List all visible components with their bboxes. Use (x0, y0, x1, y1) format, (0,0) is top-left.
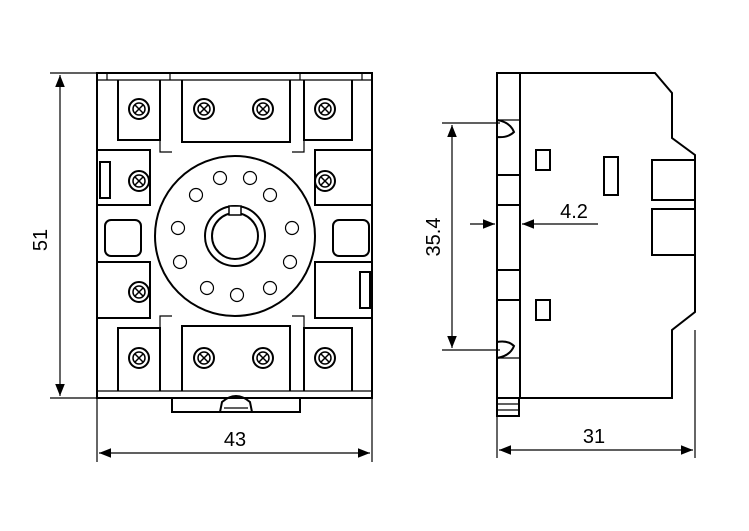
side-offset-label: 4.2 (560, 201, 588, 223)
front-height-dimension: 51 (30, 72, 97, 399)
side-rail-label: 35.4 (423, 218, 445, 257)
side-depth-label: 31 (583, 426, 605, 448)
side-view (496, 72, 696, 417)
front-height-label: 51 (30, 229, 52, 251)
front-width-label: 43 (224, 429, 246, 451)
side-depth-dimension: 31 (496, 330, 696, 458)
front-view (96, 72, 373, 413)
side-rail-dimension: 35.4 (423, 122, 500, 351)
side-offset-dimension: 4.2 (470, 201, 598, 232)
front-width-dimension: 43 (96, 398, 373, 462)
